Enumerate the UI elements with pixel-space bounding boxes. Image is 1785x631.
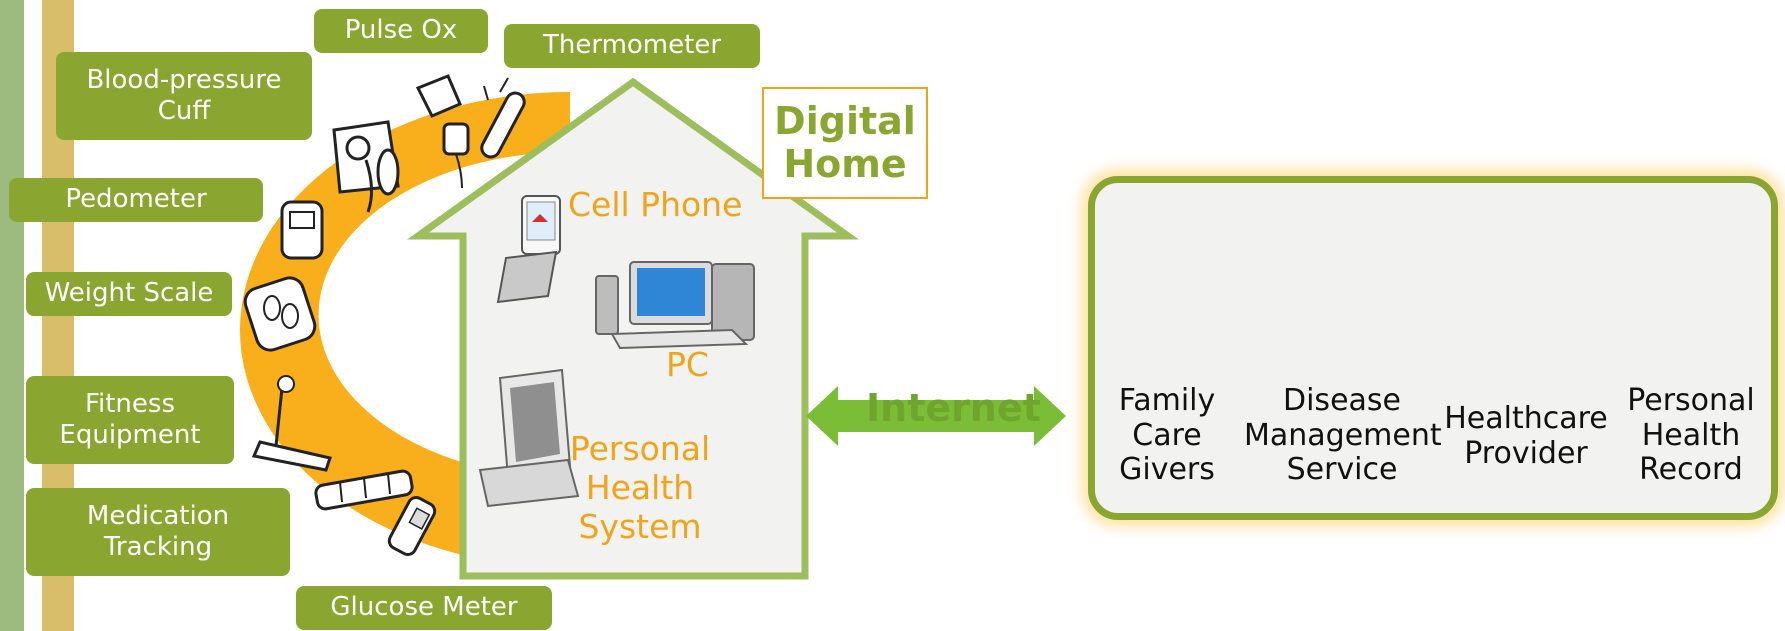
disease-management-service-label: Disease Management Service [1244, 383, 1442, 487]
glucose-meter-icon [387, 496, 437, 556]
fitness-equipment-icon [251, 375, 332, 472]
personal-health-system-label: Personal Health System [569, 429, 711, 546]
blood-pressure-cuff-icon [332, 120, 400, 213]
side-stripe-green [0, 0, 24, 631]
medication-tracking-label: Medication Tracking [26, 488, 290, 576]
glucose-meter-label: Glucose Meter [296, 586, 552, 630]
pedometer-icon [280, 200, 324, 260]
pc-label: PC [666, 345, 709, 384]
pc-icon [595, 261, 755, 350]
fitness-equipment-label: Fitness Equipment [26, 376, 234, 464]
pedometer-label: Pedometer [9, 178, 263, 222]
medication-tracking-icon [314, 469, 414, 511]
internet-label: Internet [866, 386, 1041, 430]
pulse-ox-icon [415, 74, 470, 189]
pulse-ox-label: Pulse Ox [314, 9, 488, 53]
digital-home-title: Digital Home [762, 87, 928, 199]
cell-phone-icon [496, 195, 561, 304]
personal-health-record-label: Personal Health Record [1627, 383, 1755, 487]
personal-health-system-icon [478, 368, 580, 508]
weight-scale-icon [243, 276, 317, 352]
services-panel [1088, 176, 1778, 520]
blood-pressure-cuff-label: Blood-pressure Cuff [56, 52, 312, 140]
cell-phone-label: Cell Phone [568, 185, 743, 224]
internet-arrow [806, 386, 1066, 446]
family-care-givers-label: Family Care Givers [1118, 383, 1216, 487]
thermometer-icon [480, 77, 526, 159]
thermometer-label: Thermometer [504, 24, 760, 68]
healthcare-provider-label: Healthcare Provider [1444, 401, 1608, 471]
weight-scale-label: Weight Scale [26, 272, 232, 316]
